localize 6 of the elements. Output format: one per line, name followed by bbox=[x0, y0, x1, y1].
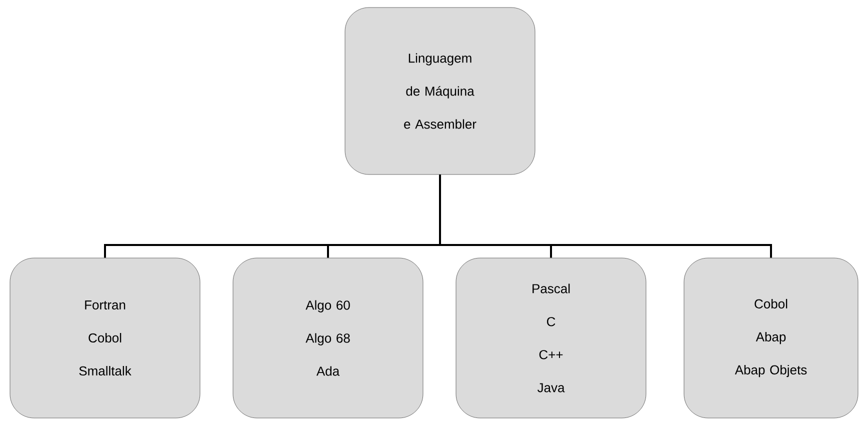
language-box: Fortran Cobol Smalltalk bbox=[10, 258, 200, 418]
language-box: Cobol Abap Abap Objets bbox=[684, 258, 858, 418]
language-box: Linguagem de Máquina e Assembler bbox=[344, 7, 536, 175]
connector-line bbox=[439, 174, 772, 258]
language-box: Algo 60 Algo 68 Ada bbox=[232, 258, 424, 418]
language-box: Pascal C C++ Java bbox=[456, 258, 646, 418]
